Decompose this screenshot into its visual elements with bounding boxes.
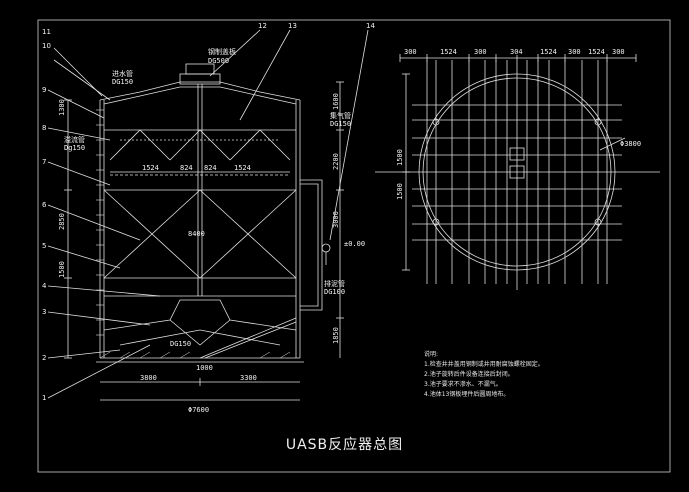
- label-sludge-dg: DG150: [170, 340, 191, 348]
- dim-c-left-b: 1500: [396, 183, 404, 200]
- dim-r1: 300: [404, 48, 417, 56]
- label-phi-outer: Φ7600: [188, 406, 209, 414]
- notes-line-4: 4.池体13钢板埋件后圆周地布。: [424, 391, 510, 398]
- dim-height-f: 1500: [58, 261, 66, 278]
- notes-line-2: 2.池子旋转后件设备连接后封闭。: [424, 371, 514, 378]
- callout-13: 13: [288, 22, 297, 30]
- dim-side-right: 1850: [332, 327, 340, 344]
- callout-12: 12: [258, 22, 267, 30]
- dim-width-inner: 8400: [188, 230, 205, 238]
- label-level-mark: ±0.00: [344, 240, 365, 248]
- dim-top-left-d: 1524: [234, 164, 251, 172]
- dim-c-left-a: 1500: [396, 149, 404, 166]
- callout-10: 10: [42, 42, 51, 50]
- plan-view: [375, 54, 660, 290]
- callout-1: 1: [42, 394, 46, 402]
- plan-dimensions: 300 1524 300 304 1524 300 1524 300 1500 …: [396, 48, 625, 200]
- callout-8: 8: [42, 124, 46, 132]
- section-dimensions: 1524 824 824 1524 8400 3800 3300 1000 13…: [58, 93, 340, 382]
- label-inlet-pipe-dg: DG150: [112, 78, 133, 86]
- notes-line-3: 3.池子要求不渗水、不漏气。: [424, 381, 502, 388]
- dim-bottom-left: 3800: [140, 374, 157, 382]
- dim-r3: 300: [474, 48, 487, 56]
- dim-r6: 300: [568, 48, 581, 56]
- dim-height-g: 3000: [332, 211, 340, 228]
- callout-3: 3: [42, 308, 46, 316]
- dim-height-d: 1600: [332, 93, 340, 110]
- callout-9: 9: [42, 86, 46, 94]
- notes-block: 说明: 1.检查井井盖用钢制或井用耐腐蚀螺栓固定。 2.池子旋转后件设备连接后封…: [424, 350, 624, 400]
- dim-top-left-c: 824: [204, 164, 217, 172]
- callout-2: 2: [42, 354, 46, 362]
- label-top-pipe: 钢制盖板: [208, 47, 236, 56]
- dim-top-left-a: 1524: [142, 164, 159, 172]
- callout-4: 4: [42, 282, 47, 290]
- dim-height-c: 2200: [332, 153, 340, 170]
- callout-5: 5: [42, 242, 46, 250]
- label-overflow-pipe-dg: Dg150: [64, 144, 85, 152]
- drawing-title: UASB反应器总图: [285, 437, 404, 453]
- dim-bottom-small: 1000: [196, 364, 213, 372]
- callout-numbers: 10 11 9 8 7 6 5 4 3 2 1 12 13 14: [42, 22, 375, 402]
- label-drain-pipe: 排泥管: [324, 279, 345, 288]
- label-drain-pipe-dg: DG100: [324, 288, 345, 296]
- section-labels: 钢制盖板 DG500 进水管 DG150 集气管 DG150 溢流管 Dg150…: [64, 47, 641, 414]
- section-view: [47, 29, 369, 401]
- dim-r8: 300: [612, 48, 625, 56]
- label-inlet-pipe: 进水管: [112, 69, 133, 78]
- label-gas-pipe-dg: DG150: [330, 120, 351, 128]
- label-overflow-pipe: 溢流管: [64, 135, 85, 144]
- notes-heading: 说明:: [424, 351, 439, 358]
- drawing-frame: [37, 19, 671, 473]
- dim-top-left-b: 824: [180, 164, 193, 172]
- label-gas-pipe: 集气管: [330, 111, 351, 120]
- notes-line-1: 1.检查井井盖用钢制或井用耐腐蚀螺栓固定。: [424, 361, 544, 368]
- dim-height-top: 1300: [58, 99, 66, 116]
- label-phi-circle: Φ3800: [620, 140, 641, 148]
- dim-r4: 304: [510, 48, 523, 56]
- dim-r7: 1524: [588, 48, 605, 56]
- callout-7: 7: [42, 158, 46, 166]
- dim-bottom-right: 3300: [240, 374, 257, 382]
- callout-11: 11: [42, 28, 51, 36]
- dim-r5: 1524: [540, 48, 557, 56]
- label-top-pipe-dg: DG500: [208, 57, 229, 65]
- callout-6: 6: [42, 201, 47, 209]
- dim-height-e: 2850: [58, 213, 66, 230]
- callout-14: 14: [366, 22, 375, 30]
- dim-r2: 1524: [440, 48, 457, 56]
